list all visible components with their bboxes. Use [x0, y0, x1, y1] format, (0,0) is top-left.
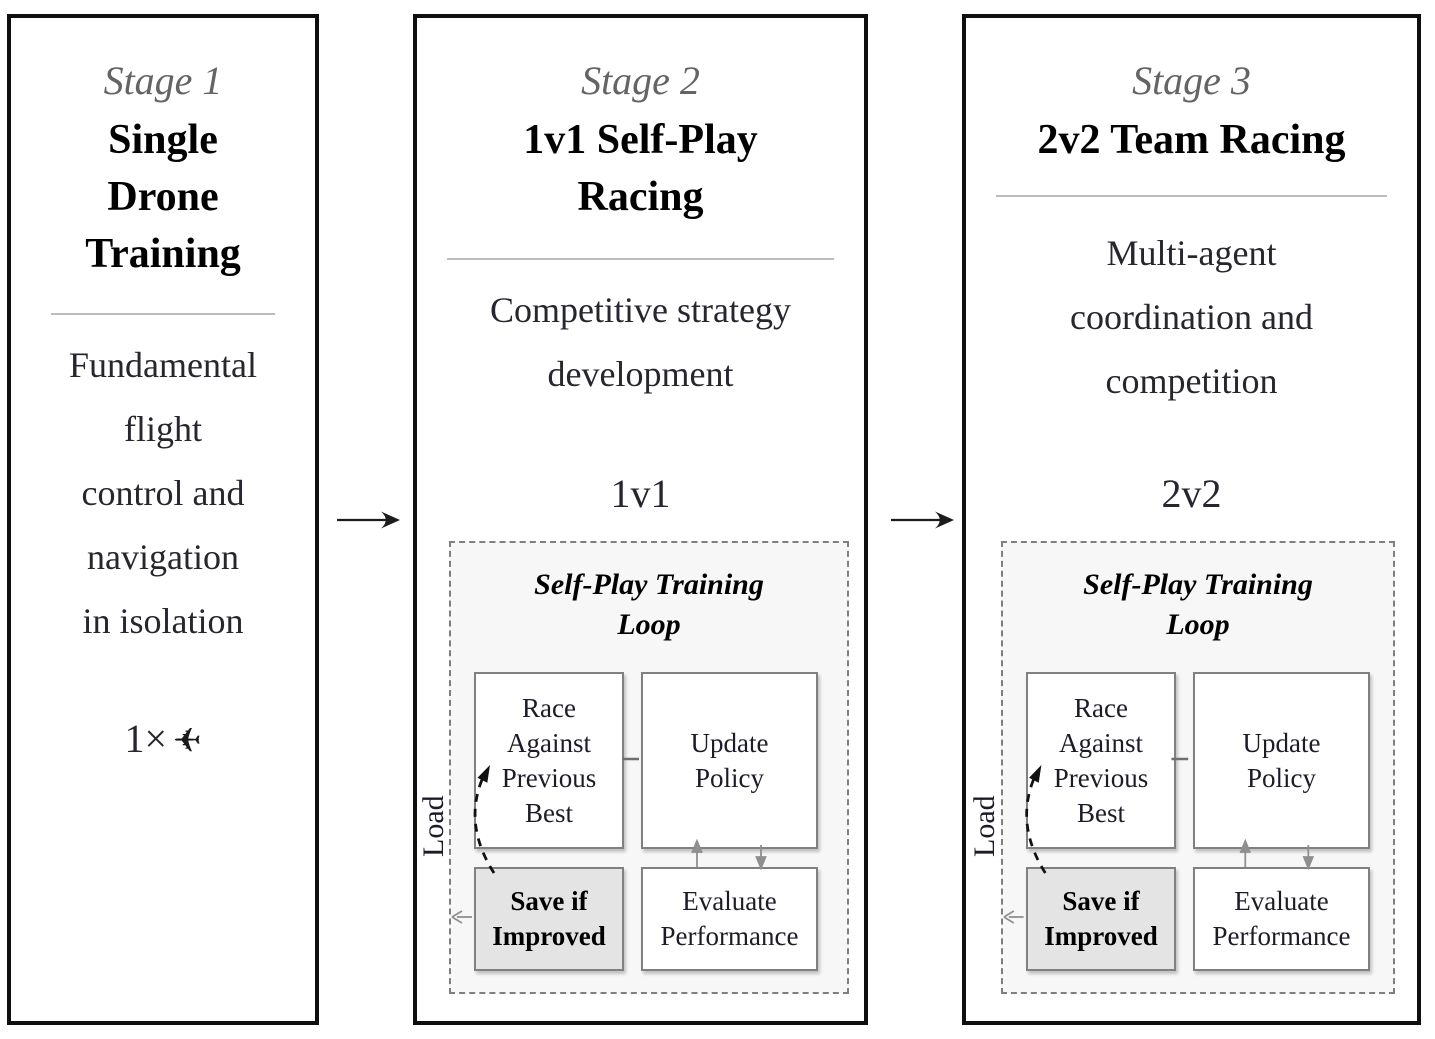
stage-2-divider [447, 258, 834, 260]
evaluate-performance-box: Evaluate Performance [641, 867, 818, 971]
race-against-previous-best-box: Race Against Previous Best [1026, 672, 1176, 849]
stage-1-title: Single Drone Training [85, 117, 241, 277]
stage-2-panel: Stage 2 1v1 Self-Play Racing Competitive… [413, 14, 868, 1025]
loop-title: Self-Play Training Loop [1083, 568, 1313, 641]
matchup-label-2v2: 2v2 [1161, 471, 1222, 516]
load-label: Load [968, 795, 1001, 857]
airplane-icon: ✈ [173, 721, 202, 761]
stage-2-description: Competitive strategy development [490, 290, 791, 394]
self-play-loop-stage2: Self-Play Training Loop Race Against Pre… [449, 541, 849, 994]
stage-3-divider [996, 195, 1387, 197]
evaluate-performance-box: Evaluate Performance [1193, 867, 1370, 971]
stage-arrow-icon [337, 511, 400, 529]
self-play-loop-stage3: Self-Play Training Loop Race Against Pre… [1001, 541, 1395, 994]
drone-count: 1×✈ [11, 715, 315, 762]
stage-1-description: Fundamental flight control and navigatio… [69, 345, 257, 641]
stage-1-label: Stage 1 [103, 58, 223, 103]
race-against-previous-best-box: Race Against Previous Best [474, 672, 624, 849]
matchup-label-1v1: 1v1 [610, 471, 671, 516]
loop-title: Self-Play Training Loop [534, 568, 764, 641]
load-label: Load [417, 795, 450, 857]
stage-3-title: 2v2 Team Racing [1037, 117, 1346, 163]
stage-1-panel: Stage 1 Single Drone Training Fundamenta… [7, 14, 319, 1025]
update-policy-box: Update Policy [1193, 672, 1370, 849]
stage-3-label: Stage 3 [1132, 58, 1251, 103]
stage-3-panel: Stage 3 2v2 Team Racing Multi-agent coor… [962, 14, 1421, 1025]
update-policy-box: Update Policy [641, 672, 818, 849]
drone-count-label: 1× [124, 716, 168, 761]
save-if-improved-box: Save if Improved [1026, 867, 1176, 971]
stage-2-label: Stage 2 [581, 58, 700, 103]
stage-2-title: 1v1 Self-Play Racing [523, 117, 758, 220]
save-if-improved-box: Save if Improved [474, 867, 624, 971]
stage-3-description: Multi-agent coordination and competition [1070, 233, 1313, 401]
stage-arrow-icon [891, 511, 954, 529]
stage-1-divider [51, 313, 275, 315]
